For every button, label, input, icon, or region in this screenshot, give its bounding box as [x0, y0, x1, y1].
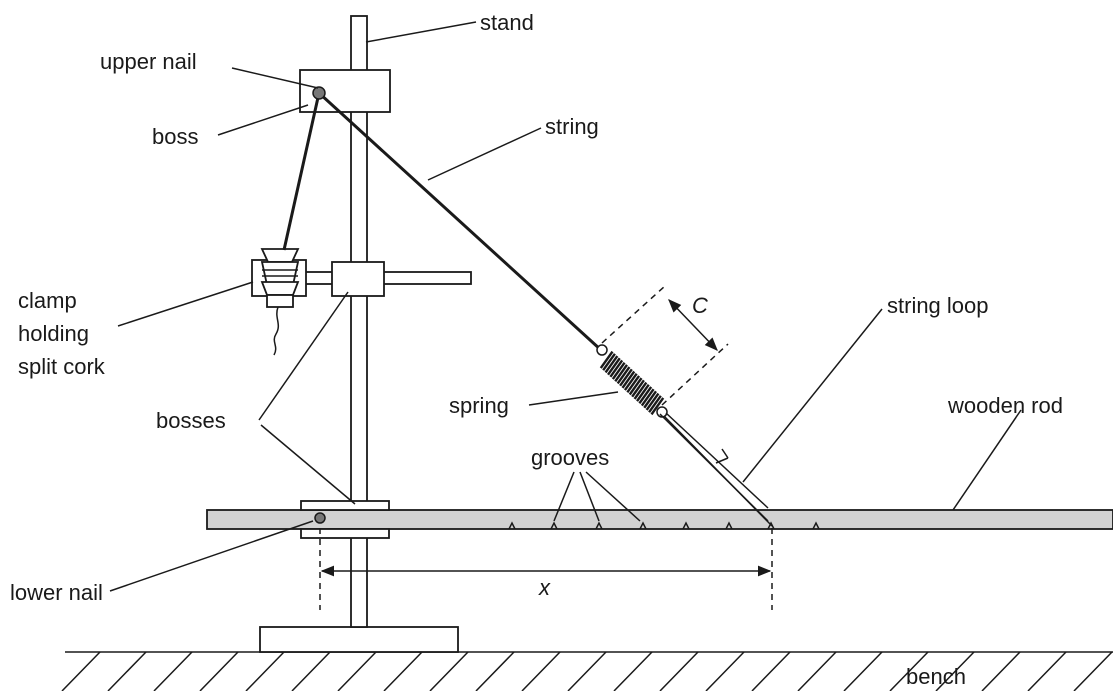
bench-hatch-line [751, 651, 791, 691]
spring-coil [638, 386, 653, 405]
label-grooves: grooves [531, 445, 609, 470]
label-clamp-line3: split cork [18, 354, 106, 379]
bench-hatch-line [567, 651, 607, 691]
leader-lines [109, 21, 1022, 592]
spring-coil [609, 359, 624, 378]
lower-boss [300, 500, 390, 539]
upper-nail [312, 86, 326, 100]
spring-coil [650, 397, 665, 416]
bench-hatch-line [981, 651, 1021, 691]
groove [550, 521, 558, 530]
bench-hatch-line [659, 651, 699, 691]
spring-coil [611, 361, 626, 380]
bench-hatch-line [245, 651, 285, 691]
groove [595, 521, 603, 530]
spring-coil [616, 366, 631, 385]
groove [508, 521, 516, 530]
label-bosses: bosses [156, 408, 226, 433]
wooden-rod [206, 509, 1113, 530]
label-wooden-rod: wooden rod [947, 393, 1063, 418]
bench-hatch-line [61, 651, 101, 691]
spring-hook-top [596, 344, 608, 356]
grooves [508, 521, 820, 530]
spring-coil [602, 353, 616, 371]
bench-hatch-line [797, 651, 837, 691]
bench-hatch-line [889, 651, 929, 691]
spring-coil [619, 368, 633, 387]
bench-hatch-line [337, 651, 377, 691]
bench-hatch-line [521, 651, 561, 691]
label-string: string [545, 114, 599, 139]
bench-hatch-line [705, 651, 745, 691]
stand-base [259, 626, 459, 653]
stand-rod [350, 15, 368, 628]
spring-coil [633, 381, 648, 400]
bench-hatch-line [613, 651, 653, 691]
label-stand: stand [480, 10, 534, 35]
bench-hatch-line [291, 651, 331, 691]
spring-coil [623, 373, 638, 391]
bench-hatch-line [1027, 651, 1067, 691]
label-clamp-line1: clamp [18, 288, 77, 313]
lower-nail [314, 512, 326, 524]
spring-coil [626, 375, 641, 393]
label-lower-nail: lower nail [10, 580, 103, 605]
label-boss: boss [152, 124, 198, 149]
groove [639, 521, 647, 530]
string-to-clamp [282, 92, 321, 251]
label-x: x [538, 575, 551, 600]
bench-hatch-line [107, 651, 147, 691]
spring-coil [628, 377, 643, 396]
clamp-boss [331, 261, 385, 297]
spring-coil [621, 370, 636, 389]
spring-coil [607, 357, 621, 376]
spring-coil [604, 355, 619, 374]
label-upper-nail: upper nail [100, 49, 197, 74]
bench-hatch-line [843, 651, 883, 691]
spring-coil [648, 395, 662, 413]
dimension-C [601, 285, 729, 406]
bench-hatching [61, 651, 1113, 691]
bench-hatch-line [199, 651, 239, 691]
spring-coil [636, 384, 650, 402]
spring-coil [614, 364, 628, 382]
bench-hatch-line [383, 651, 423, 691]
bench-hatch-line [935, 651, 975, 691]
groove [812, 521, 820, 530]
label-bench: bench [906, 664, 966, 689]
spring-coil [645, 392, 660, 411]
label-clamp-line2: holding [18, 321, 89, 346]
dimension-x [319, 528, 773, 610]
spring [599, 350, 665, 416]
bench-hatch-line [475, 651, 515, 691]
bench-hatch-line [1073, 651, 1113, 691]
spring-coil [631, 379, 645, 398]
bench [61, 651, 1113, 691]
groove [682, 521, 690, 530]
label-spring: spring [449, 393, 509, 418]
bench-hatch-line [153, 651, 193, 691]
spring-coil [643, 390, 657, 409]
string [317, 91, 603, 352]
spring-coil [599, 350, 614, 369]
spring-coil [640, 388, 655, 407]
groove [725, 521, 733, 530]
bench-hatch-line [429, 651, 469, 691]
label-string-loop: string loop [887, 293, 989, 318]
string-loop [659, 412, 773, 527]
groove [767, 521, 775, 530]
clamp-holding-split-cork [251, 248, 307, 356]
label-C: C [692, 293, 708, 318]
